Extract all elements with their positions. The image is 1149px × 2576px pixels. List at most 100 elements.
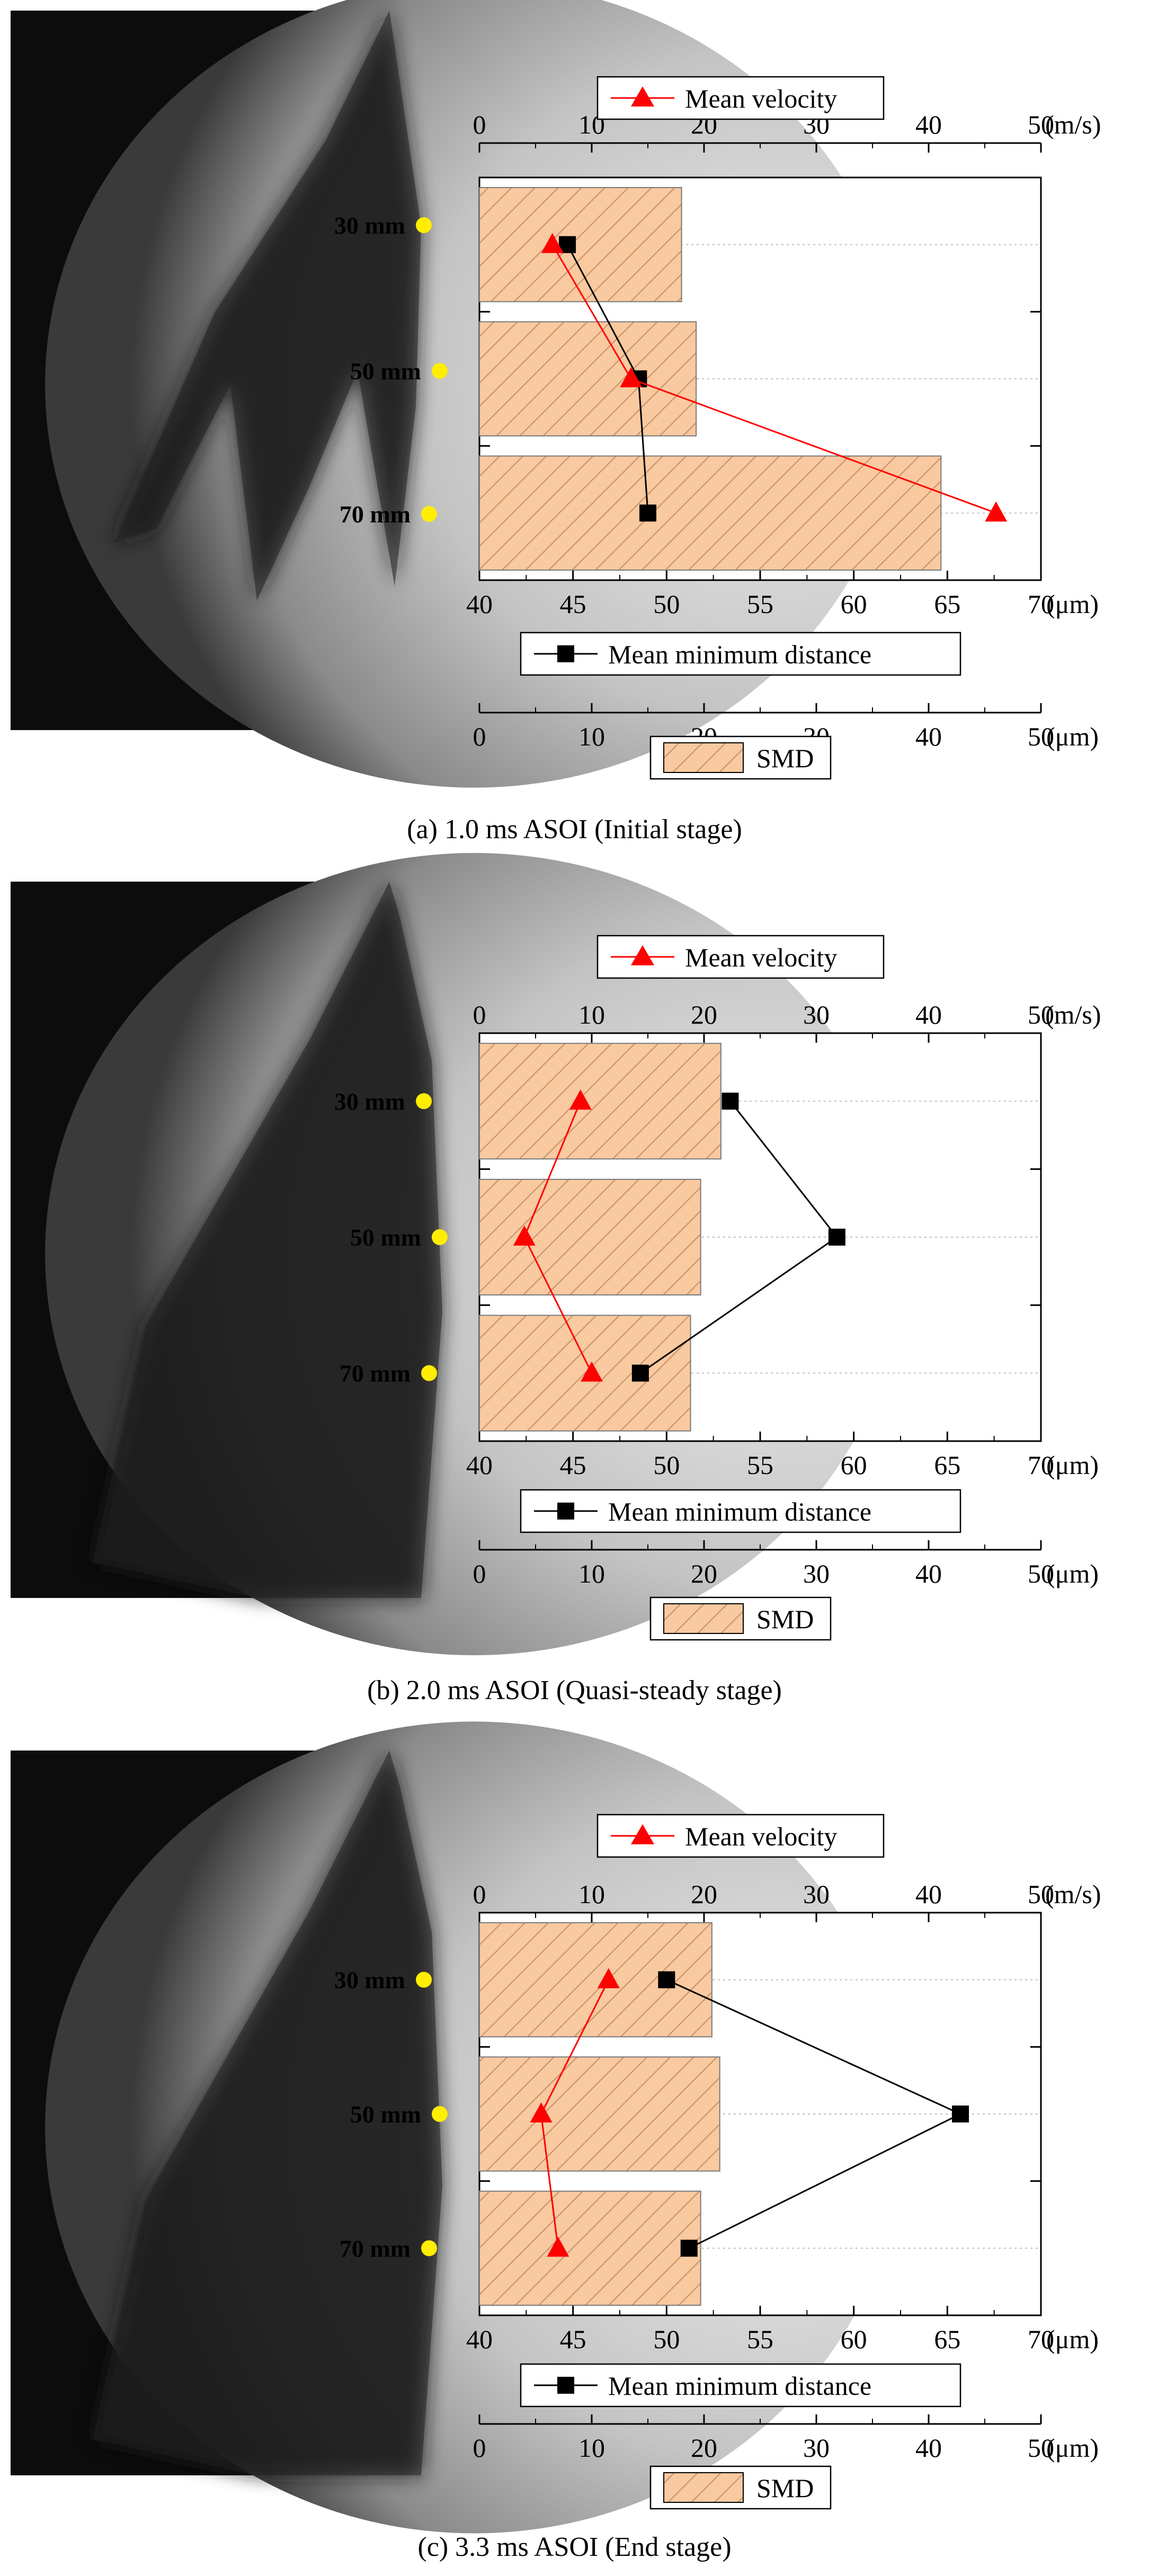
velocity-legend-label: Mean velocity bbox=[685, 943, 837, 972]
spray-position-label: 70 mm bbox=[340, 501, 411, 528]
distance-tick-label: 60 bbox=[841, 1450, 867, 1480]
smd-bar bbox=[479, 1922, 712, 2038]
spray-position-label: 70 mm bbox=[340, 1360, 411, 1387]
distance-legend-frame bbox=[520, 632, 961, 676]
smd-tick-label: 30 bbox=[803, 2433, 830, 2463]
distance-axis-unit: (μm) bbox=[1046, 589, 1099, 619]
smd-tick-label: 20 bbox=[691, 2433, 717, 2463]
distance-tick-label: 55 bbox=[747, 1450, 773, 1480]
smd-axis-unit: (μm) bbox=[1046, 2433, 1099, 2463]
distance-tick-label: 60 bbox=[841, 589, 867, 619]
spray-position-dot bbox=[421, 1365, 437, 1381]
velocity-axis bbox=[478, 142, 1042, 153]
distance-point bbox=[722, 1092, 739, 1110]
spray-position-label: 50 mm bbox=[350, 358, 421, 385]
velocity-legend-label: Mean velocity bbox=[685, 84, 837, 113]
distance-tick-label: 60 bbox=[841, 2324, 867, 2354]
spray-position-dot bbox=[421, 506, 437, 522]
velocity-tick-label: 20 bbox=[691, 1000, 717, 1029]
distance-point bbox=[658, 1971, 675, 1988]
smd-axis-unit: (μm) bbox=[1046, 1559, 1099, 1588]
distance-point bbox=[828, 1229, 845, 1246]
spray-position-label: 30 mm bbox=[334, 1088, 405, 1115]
distance-axis bbox=[478, 1432, 1042, 1442]
spray-plume-core bbox=[93, 882, 442, 1598]
smd-tick-label: 10 bbox=[578, 722, 605, 751]
smd-tick-label: 50 bbox=[1028, 722, 1054, 751]
distance-legend-label: Mean minimum distance bbox=[608, 639, 871, 669]
distance-tick-label: 50 bbox=[653, 589, 680, 619]
smd-tick-label: 20 bbox=[691, 1559, 717, 1588]
smd-bar bbox=[479, 1178, 701, 1296]
spray-position-label: 30 mm bbox=[334, 212, 405, 239]
smd-tick-label: 40 bbox=[915, 1559, 942, 1588]
triangle-marker bbox=[631, 1824, 654, 1844]
velocity-point bbox=[985, 501, 1008, 522]
smd-tick-label: 40 bbox=[915, 2433, 942, 2463]
velocity-tick-label: 0 bbox=[473, 1879, 486, 1909]
velocity-tick-label: 10 bbox=[578, 1879, 605, 1909]
distance-axis bbox=[478, 2306, 1042, 2316]
smd-tick-label: 0 bbox=[473, 1559, 486, 1588]
spray-position-dot bbox=[432, 2106, 448, 2122]
velocity-tick-label: 0 bbox=[473, 110, 486, 139]
velocity-tick-label: 40 bbox=[915, 1000, 942, 1029]
spray-plume-core bbox=[114, 11, 421, 601]
velocity-point bbox=[620, 367, 643, 387]
smd-legend bbox=[649, 735, 832, 780]
velocity-axis-unit: (m/s) bbox=[1045, 1000, 1101, 1029]
distance-tick-label: 40 bbox=[466, 589, 493, 619]
velocity-tick-label: 40 bbox=[915, 1879, 942, 1909]
velocity-tick-label: 0 bbox=[473, 1000, 486, 1029]
smd-bar bbox=[479, 1314, 691, 1432]
smd-bar bbox=[479, 455, 942, 571]
spray-position-dot bbox=[416, 1971, 432, 1988]
smd-tick-label: 10 bbox=[578, 1559, 605, 1588]
smd-tick-label: 10 bbox=[578, 2433, 605, 2463]
velocity-tick-label: 40 bbox=[915, 110, 942, 139]
velocity-point bbox=[597, 1968, 620, 1988]
distance-tick-label: 45 bbox=[560, 589, 586, 619]
distance-tick-label: 65 bbox=[934, 1450, 960, 1480]
spray-position-dot bbox=[432, 1229, 448, 1245]
spray-position-dot bbox=[421, 2240, 437, 2257]
spray-image bbox=[11, 1721, 903, 2534]
velocity-point bbox=[569, 1089, 592, 1110]
spray-position-dot bbox=[432, 363, 448, 379]
distance-legend-label: Mean minimum distance bbox=[608, 1497, 871, 1526]
spray-position-dot bbox=[416, 217, 432, 233]
velocity-point bbox=[581, 1361, 603, 1382]
smd-axis-unit: (μm) bbox=[1046, 722, 1099, 751]
smd-tick-label: 40 bbox=[915, 722, 942, 751]
spray-position-label: 70 mm bbox=[340, 2235, 411, 2262]
velocity-tick-label: 50 bbox=[1028, 1879, 1054, 1909]
velocity-tick-label: 20 bbox=[691, 1879, 717, 1909]
distance-legend bbox=[520, 632, 961, 676]
smd-tick-label: 30 bbox=[803, 1559, 830, 1588]
distance-tick-label: 45 bbox=[560, 1450, 586, 1480]
spray-position-label: 50 mm bbox=[350, 1224, 421, 1251]
smd-legend bbox=[649, 1596, 832, 1641]
triangle-marker bbox=[631, 86, 654, 106]
distance-tick-label: 55 bbox=[747, 2324, 773, 2354]
velocity-legend-label: Mean velocity bbox=[685, 1822, 837, 1851]
square-marker bbox=[557, 2377, 574, 2394]
smd-legend-label: SMD bbox=[756, 2473, 814, 2503]
smd-legend-swatch bbox=[663, 742, 744, 773]
distance-axis bbox=[478, 571, 1042, 581]
smd-legend-label: SMD bbox=[756, 1604, 814, 1634]
smd-legend-label: SMD bbox=[756, 743, 814, 773]
smd-axis bbox=[478, 2414, 1042, 2425]
distance-point bbox=[952, 2106, 969, 2122]
spray-plume-core bbox=[93, 1751, 442, 2475]
spray-position-label: 50 mm bbox=[350, 2101, 421, 2128]
spray-position-label: 30 mm bbox=[334, 1967, 405, 1994]
distance-tick-label: 65 bbox=[934, 589, 960, 619]
distance-axis-unit: (μm) bbox=[1046, 2324, 1099, 2354]
smd-bar bbox=[479, 187, 682, 303]
smd-bar bbox=[479, 321, 697, 437]
square-marker bbox=[557, 645, 574, 662]
velocity-tick-label: 30 bbox=[803, 1000, 830, 1029]
